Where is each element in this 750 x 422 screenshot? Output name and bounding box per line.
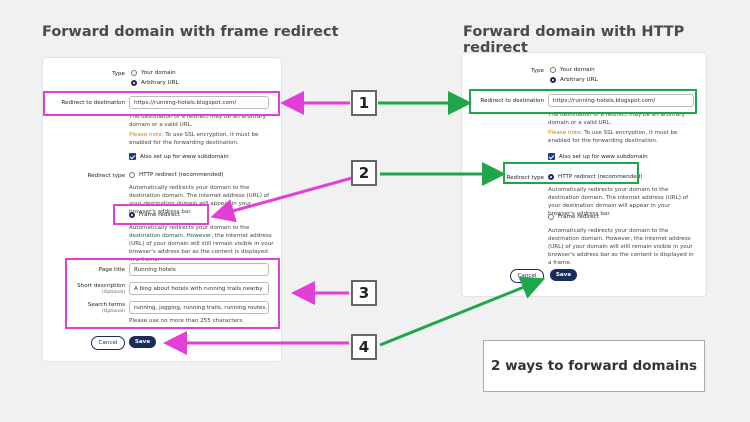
cancel-button[interactable]: Cancel [91, 336, 125, 350]
type-option-your-domain[interactable]: Your domain [131, 70, 176, 76]
type-option-arbitrary-url[interactable]: Arbitrary URL [131, 80, 179, 86]
destination-help: The destination of a redirect may be an … [548, 112, 685, 126]
short-description-input[interactable]: A blog about hotels with running trails … [129, 282, 269, 295]
please-note-label: Please note: [129, 132, 164, 138]
radio-icon[interactable] [550, 67, 556, 73]
radio-icon[interactable] [129, 172, 135, 178]
http-redirect-option[interactable]: HTTP redirect (recommended) [129, 172, 223, 178]
search-terms-label: Search terms [87, 302, 125, 308]
short-description-optional: (Optional) [101, 290, 125, 295]
highlight-seo-fields [65, 258, 280, 329]
highlight-redirect-destination [43, 91, 280, 116]
search-terms-help: Please use no more than 255 characters. [129, 318, 245, 324]
radio-selected-icon[interactable] [550, 77, 556, 83]
radio-selected-icon[interactable] [548, 174, 554, 180]
destination-help: The destination of a redirect may be an … [129, 114, 266, 128]
page-title-label: Page title [98, 267, 125, 273]
redirect-type-label: Redirect type [506, 175, 544, 181]
heading-frame-redirect: Forward domain with frame redirect [42, 24, 339, 40]
page-title-input[interactable]: Running hotels [129, 263, 269, 276]
save-button[interactable]: Save [129, 336, 156, 348]
arrow-4-green [379, 276, 546, 347]
type-option-your-domain[interactable]: Your domain [550, 67, 595, 73]
type-label: Type [531, 68, 544, 74]
callout-2: 2 [351, 160, 377, 186]
frame-redirect-option[interactable]: Frame redirect [129, 212, 180, 218]
http-redirect-option[interactable]: HTTP redirect (recommended) [548, 174, 642, 180]
type-option-arbitrary-url[interactable]: Arbitrary URL [550, 77, 598, 83]
http-redirect-description: Automatically redirects your domain to t… [548, 187, 689, 217]
frame-redirect-description: Automatically redirects your domain to t… [129, 225, 274, 263]
save-button[interactable]: Save [550, 269, 577, 281]
www-subdomain-checkbox[interactable]: Also set up for www subdomain [129, 153, 229, 160]
redirect-type-label: Redirect type [87, 173, 125, 179]
highlight-frame-redirect [113, 204, 209, 225]
short-description-label: Short description [77, 283, 125, 289]
redirect-destination-input[interactable]: https://running-hotels.blogspot.com/ [129, 96, 269, 109]
checkbox-checked-icon[interactable] [548, 153, 555, 160]
frame-redirect-description: Automatically redirects your domain to t… [548, 228, 694, 266]
ssl-note-text: To use SSL encryption, it must be enable… [129, 132, 259, 146]
www-subdomain-checkbox[interactable]: Also set up for www subdomain [548, 153, 648, 160]
checkbox-checked-icon[interactable] [129, 153, 136, 160]
search-terms-input[interactable]: running, jogging, running trails, runnin… [129, 301, 269, 314]
ssl-note: Please note: To use SSL encryption, it m… [548, 129, 698, 145]
search-terms-optional: (Optional) [101, 309, 125, 314]
callout-1: 1 [351, 90, 377, 116]
radio-selected-icon[interactable] [131, 80, 137, 86]
redirect-destination-label: Redirect to destination [61, 100, 125, 106]
frame-redirect-option[interactable]: Frame redirect [548, 214, 599, 220]
type-label: Type [112, 71, 125, 77]
radio-icon[interactable] [548, 214, 554, 220]
radio-selected-icon[interactable] [129, 212, 135, 218]
caption-box: 2 ways to forward domains [483, 340, 705, 392]
ssl-note-text: To use SSL encryption, it must be enable… [548, 130, 678, 144]
arrow-2-pink [210, 176, 353, 223]
callout-3: 3 [351, 280, 377, 306]
please-note-label: Please note: [548, 130, 583, 136]
radio-icon[interactable] [131, 70, 137, 76]
callout-4: 4 [351, 334, 377, 360]
redirect-destination-label: Redirect to destination [480, 98, 544, 104]
ssl-note: Please note: To use SSL encryption, it m… [129, 131, 274, 147]
redirect-destination-input[interactable]: https://running-hotels.blogspot.com/ [548, 94, 694, 107]
